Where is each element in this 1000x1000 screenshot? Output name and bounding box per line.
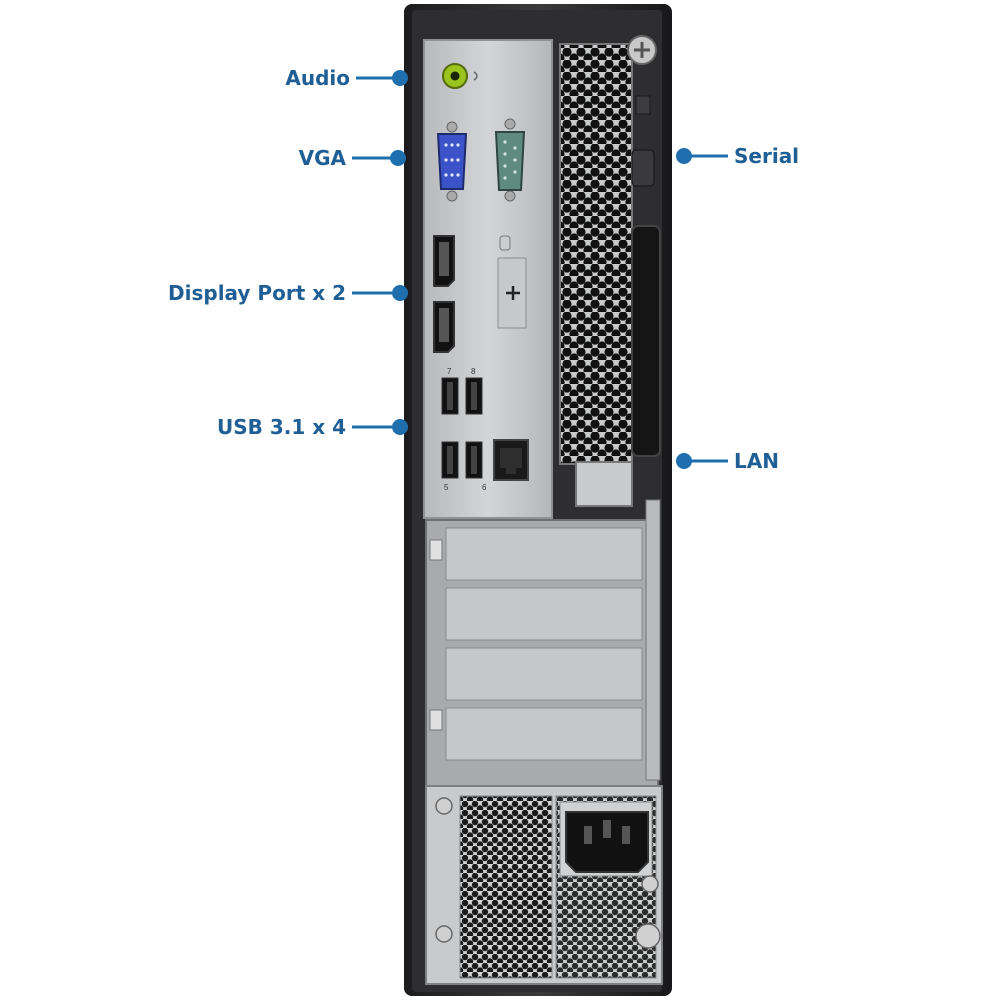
displayport-1-icon bbox=[433, 235, 455, 287]
callout-usb: USB 3.1 x 4 bbox=[216, 415, 346, 439]
usb-port-8-number: 8 bbox=[471, 367, 476, 376]
callout-vga: VGA bbox=[298, 146, 346, 170]
callout-lan: LAN bbox=[734, 449, 779, 473]
usb-port-7-number: 7 bbox=[447, 367, 452, 376]
displayport-2-icon bbox=[433, 301, 455, 353]
usb-port-7: 7 bbox=[441, 367, 459, 415]
callout-audio: Audio bbox=[285, 66, 350, 90]
usb-port-6: 6 bbox=[465, 441, 487, 492]
audio-jack-icon bbox=[442, 63, 478, 89]
vent-grille bbox=[559, 43, 633, 507]
usb-port-5: 5 bbox=[441, 441, 459, 492]
power-socket-icon bbox=[565, 811, 649, 873]
serial-port-icon bbox=[494, 118, 526, 202]
usb-port-8: 8 bbox=[465, 367, 483, 415]
callout-lines bbox=[352, 70, 728, 469]
callout-serial: Serial bbox=[734, 144, 800, 168]
expansion-slots bbox=[425, 499, 661, 789]
usb-port-5-number: 5 bbox=[444, 483, 449, 492]
usb-port-6-number: 6 bbox=[482, 483, 487, 492]
thumbscrew-icon bbox=[627, 35, 657, 65]
case-handle bbox=[631, 95, 661, 457]
vga-port-icon bbox=[436, 121, 468, 202]
knockout-cover bbox=[497, 235, 527, 329]
callout-displayport: Display Port x 2 bbox=[168, 281, 346, 305]
lan-port-icon bbox=[493, 439, 529, 481]
screw-icon bbox=[435, 797, 661, 949]
